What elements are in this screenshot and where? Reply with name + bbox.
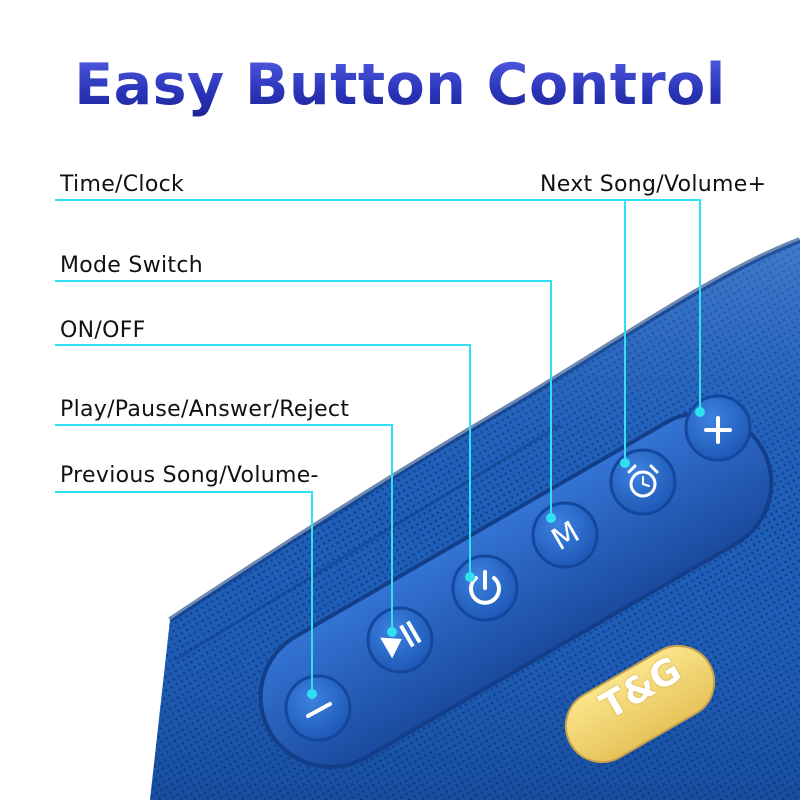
callout-prev-song — [55, 491, 313, 694]
label-play-pause: Play/Pause/Answer/Reject — [60, 397, 350, 422]
brand-logo — [564, 645, 716, 763]
callout-next-song — [545, 199, 701, 412]
minus-button[interactable] — [284, 674, 352, 742]
plus-button[interactable] — [684, 394, 752, 462]
mode-button[interactable]: M — [531, 501, 599, 569]
play-pause-button[interactable] — [366, 606, 434, 674]
page-title: Easy Button Control — [0, 52, 800, 118]
label-mode-switch: Mode Switch — [60, 253, 203, 278]
callout-lines — [55, 199, 701, 694]
power-button[interactable] — [451, 554, 519, 622]
minus-icon — [306, 702, 332, 718]
callout-mode-switch — [55, 280, 552, 518]
alarm-clock-icon — [627, 464, 659, 498]
callout-on-off — [55, 344, 471, 577]
clock-button[interactable] — [609, 448, 677, 516]
callout-play-pause — [55, 424, 393, 632]
label-next-song: Next Song/Volume+ — [540, 172, 767, 197]
play-pause-icon — [380, 620, 422, 659]
label-on-off: ON/OFF — [60, 318, 146, 343]
plus-icon — [704, 416, 732, 444]
label-time-clock: Time/Clock — [60, 172, 185, 197]
power-icon — [469, 570, 501, 605]
callout-dots — [307, 407, 705, 699]
label-prev-song: Previous Song/Volume- — [60, 463, 319, 488]
